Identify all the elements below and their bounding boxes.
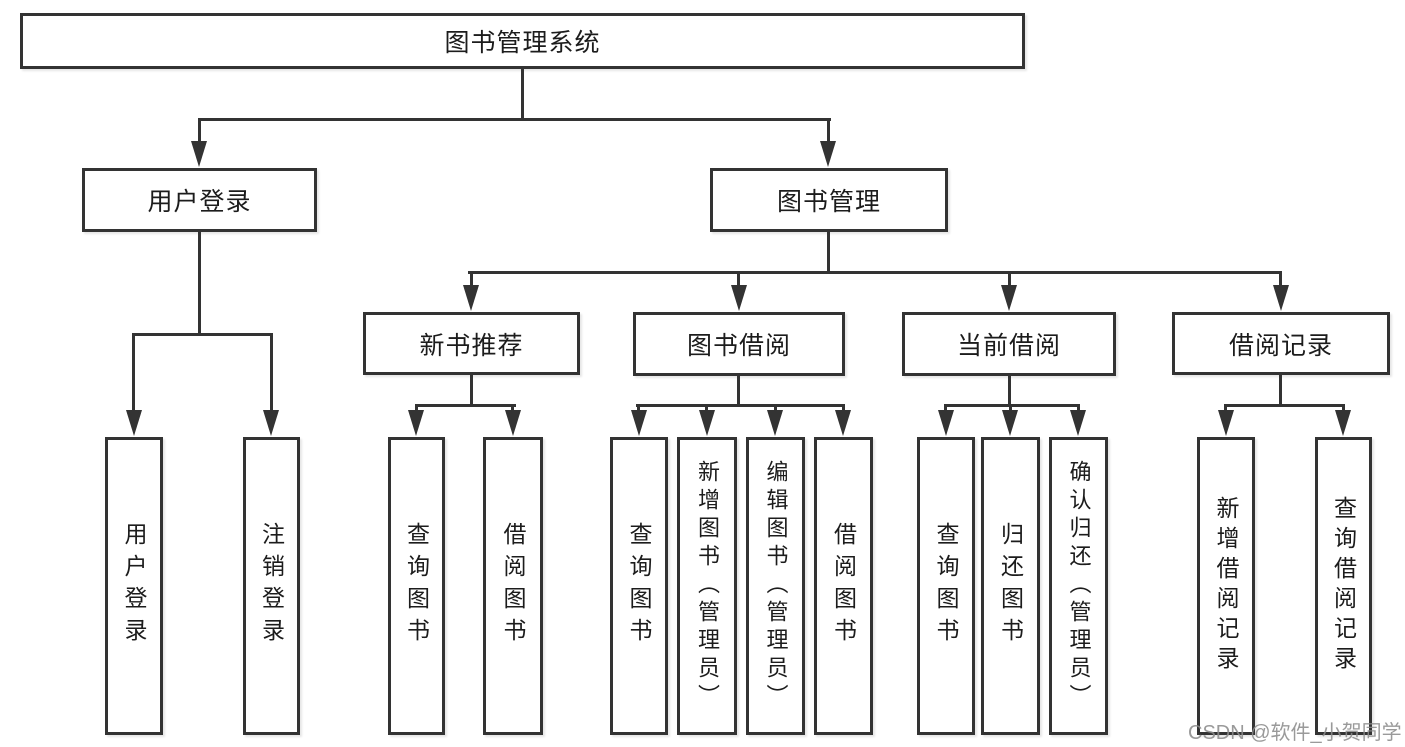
connector-line-vertical: [1279, 271, 1282, 287]
node-root: 图书管理系统: [20, 13, 1025, 69]
arrowhead-down-icon: [1335, 410, 1351, 436]
leaf-return-books: 归还图书: [981, 437, 1040, 735]
connector-line-vertical: [470, 271, 473, 287]
arrowhead-down-icon: [835, 410, 851, 436]
node-book-borrowing: 图书借阅: [633, 312, 845, 376]
arrowhead-down-icon: [1273, 285, 1289, 311]
arrowhead-down-icon: [820, 141, 836, 167]
arrowhead-down-icon: [191, 141, 207, 167]
connector-line-horizontal: [132, 333, 273, 336]
node-user-login: 用户登录: [82, 168, 317, 232]
connector-line-vertical: [737, 271, 740, 287]
connector-line-vertical: [1008, 376, 1011, 407]
arrowhead-down-icon: [126, 410, 142, 436]
arrowhead-down-icon: [463, 285, 479, 311]
arrowhead-down-icon: [408, 410, 424, 436]
leaf-query-books-borrowing: 查询图书: [610, 437, 668, 735]
leaf-edit-books-admin: 编辑图书（管理员）: [746, 437, 805, 735]
connector-line-vertical: [198, 232, 201, 336]
arrowhead-down-icon: [263, 410, 279, 436]
leaf-borrow-books-recommend: 借阅图书: [483, 437, 543, 735]
node-current-borrowing: 当前借阅: [902, 312, 1116, 376]
arrowhead-down-icon: [731, 285, 747, 311]
arrowhead-down-icon: [1002, 410, 1018, 436]
arrowhead-down-icon: [505, 410, 521, 436]
connector-line-vertical: [132, 333, 135, 411]
csdn-watermark: CSDN @软件_小贺同学: [1188, 722, 1402, 744]
leaf-logout-login: 注销登录: [243, 437, 300, 735]
connector-line-vertical: [198, 118, 201, 152]
leaf-query-books-recommend: 查询图书: [388, 437, 445, 735]
connector-line-vertical: [470, 375, 473, 407]
arrowhead-down-icon: [1070, 410, 1086, 436]
connector-line-vertical: [827, 118, 830, 152]
connector-line-vertical: [270, 333, 273, 411]
connector-line-horizontal: [1224, 404, 1345, 407]
arrowhead-down-icon: [938, 410, 954, 436]
arrowhead-down-icon: [1218, 410, 1234, 436]
connector-line-horizontal: [636, 404, 845, 407]
arrowhead-down-icon: [699, 410, 715, 436]
arrowhead-down-icon: [1001, 285, 1017, 311]
connector-line-horizontal: [415, 404, 516, 407]
connector-line-vertical: [1008, 271, 1011, 287]
leaf-add-borrowing-record: 新增借阅记录: [1197, 437, 1255, 735]
connector-line-vertical: [737, 376, 740, 407]
connector-line-vertical: [827, 232, 830, 274]
connector-line-horizontal: [944, 404, 1080, 407]
connector-line-horizontal: [198, 118, 831, 121]
connector-line-vertical: [1279, 375, 1282, 407]
node-book-management: 图书管理: [710, 168, 948, 232]
connector-line-vertical: [521, 69, 524, 121]
leaf-add-books-admin: 新增图书（管理员）: [677, 437, 737, 735]
node-borrowing-records: 借阅记录: [1172, 312, 1390, 375]
leaf-query-books-current: 查询图书: [917, 437, 975, 735]
node-new-book-recommend: 新书推荐: [363, 312, 580, 375]
leaf-user-login: 用户登录: [105, 437, 163, 735]
leaf-confirm-return-admin: 确认归还（管理员）: [1049, 437, 1108, 735]
leaf-borrow-books-borrowing: 借阅图书: [814, 437, 873, 735]
arrowhead-down-icon: [631, 410, 647, 436]
connector-line-horizontal: [468, 271, 1282, 274]
leaf-query-borrowing-record: 查询借阅记录: [1315, 437, 1372, 735]
arrowhead-down-icon: [767, 410, 783, 436]
